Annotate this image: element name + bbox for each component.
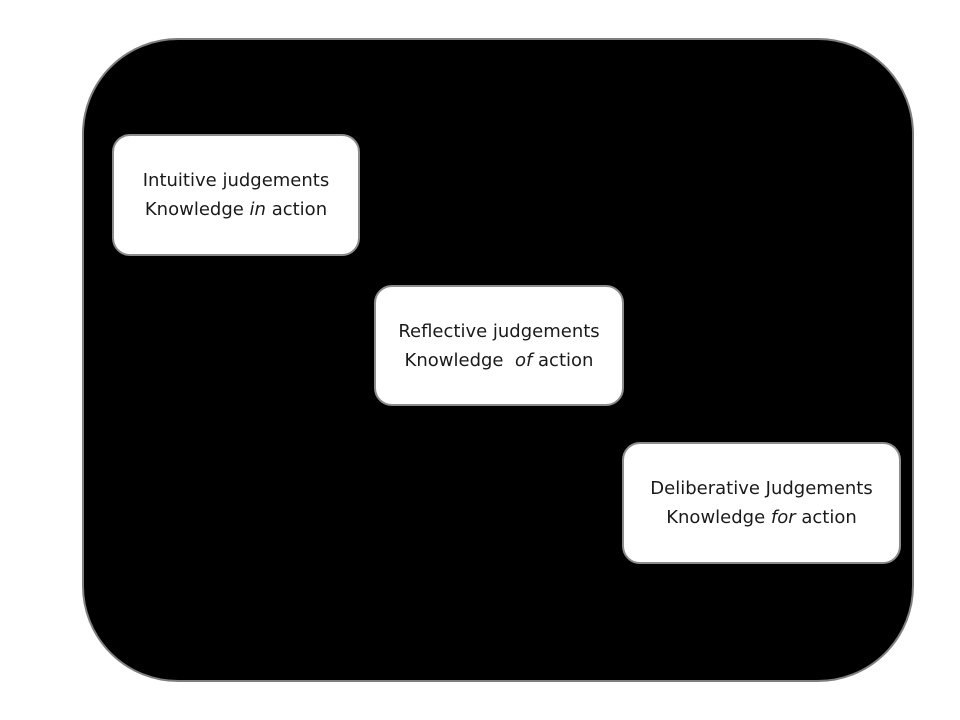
subtitle-suffix: action xyxy=(532,349,594,371)
subtitle-emphasis: for xyxy=(770,507,796,528)
reflective-judgements-box: Reflective judgements Knowledge of actio… xyxy=(374,285,624,406)
box-title: Deliberative Judgements xyxy=(650,478,873,499)
box-subtitle: Knowledge of action xyxy=(405,346,594,375)
deliberative-judgements-box: Deliberative Judgements Knowledge for ac… xyxy=(622,442,901,564)
box-title: Intuitive judgements xyxy=(142,170,330,191)
intuitive-judgements-box: Intuitive judgements Knowledge in action xyxy=(112,134,360,256)
subtitle-suffix: action xyxy=(265,199,328,220)
subtitle-emphasis: in xyxy=(249,199,266,220)
subtitle-suffix: action xyxy=(795,507,857,528)
box-subtitle: Knowledge for action xyxy=(666,503,857,532)
box-title: Reflective judgements xyxy=(398,320,600,342)
subtitle-prefix: Knowledge xyxy=(404,349,515,371)
box-subtitle: Knowledge in action xyxy=(145,195,327,224)
subtitle-prefix: Knowledge xyxy=(144,199,250,220)
subtitle-prefix: Knowledge xyxy=(666,507,771,528)
subtitle-emphasis: of xyxy=(514,349,533,371)
